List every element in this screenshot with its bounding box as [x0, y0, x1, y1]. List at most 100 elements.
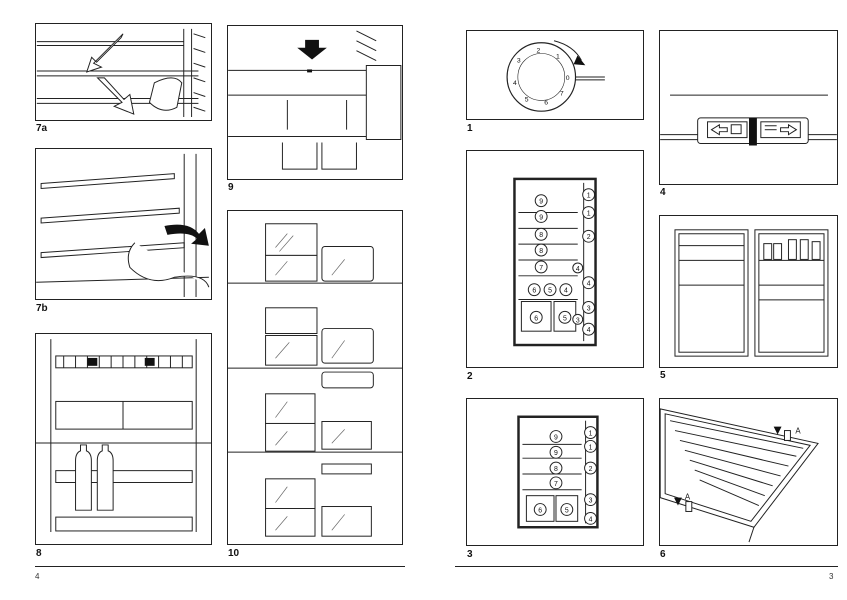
right-page-footer-rule	[455, 566, 838, 567]
svg-text:4: 4	[587, 327, 591, 334]
dial-mark-1: 1	[556, 53, 560, 60]
callout-4d: 4	[572, 262, 584, 274]
svg-text:1: 1	[587, 193, 591, 200]
svg-text:1: 1	[587, 210, 591, 217]
callout-6: 6	[533, 503, 547, 516]
svg-text:7: 7	[539, 265, 543, 272]
shelf-lift-illustration	[36, 28, 206, 118]
callout-4c: 4	[582, 322, 596, 336]
svg-text:6: 6	[534, 315, 538, 322]
figure-3: 9 9 8 7 6 5 1 1 2 3 4	[466, 398, 644, 546]
figure-1: 0 1 2 3 4 5 6 7	[466, 30, 644, 120]
svg-text:5: 5	[563, 315, 567, 322]
callout-9b: 9	[534, 210, 548, 223]
label-a-1: A	[795, 427, 801, 436]
right-page-number: 3	[829, 572, 834, 581]
figure-6-caption: 6	[660, 549, 666, 560]
label-a-2: A	[685, 493, 691, 502]
dial-mark-6: 6	[544, 99, 548, 106]
dial-mark-7: 7	[560, 91, 564, 98]
callout-6a: 6	[527, 283, 541, 297]
svg-text:2: 2	[589, 466, 593, 473]
callout-8b: 8	[534, 243, 548, 257]
dial-mark-3: 3	[517, 57, 521, 64]
svg-text:4: 4	[587, 281, 591, 288]
svg-text:6: 6	[538, 507, 542, 514]
figure-7b-caption: 7b	[36, 303, 48, 314]
shelf-remove-illustration	[36, 153, 210, 298]
fridge-layout-compact-diagram: 9 9 8 7 6 5 1 1 2 3 4	[517, 415, 599, 529]
callout-5b: 5	[558, 310, 572, 324]
figure-9	[227, 25, 403, 180]
figure-1-caption: 1	[467, 123, 473, 134]
figure-4	[659, 30, 838, 185]
fridge-interior-illustration	[36, 339, 211, 532]
figure-2: 9 9 8 8 7 6 5 4 6 5 1 1 2 3 4 4 3 4	[466, 150, 644, 368]
shelf-tilt-illustration: A A	[660, 408, 819, 543]
callout-7: 7	[534, 260, 548, 274]
dial-mark-0: 0	[566, 75, 570, 82]
callout-5: 5	[560, 503, 574, 516]
figure-6: A A	[659, 398, 838, 546]
svg-text:8: 8	[539, 248, 543, 255]
svg-text:7: 7	[554, 481, 558, 488]
svg-text:9: 9	[554, 450, 558, 457]
svg-text:2: 2	[587, 234, 591, 241]
svg-text:1: 1	[589, 431, 593, 438]
callout-7: 7	[549, 476, 563, 490]
callout-4: 4	[584, 511, 597, 525]
callout-6b: 6	[529, 310, 543, 324]
callout-2: 2	[584, 461, 597, 475]
svg-text:5: 5	[548, 288, 552, 295]
dial-mark-2: 2	[536, 48, 540, 55]
figure-4-caption: 4	[660, 187, 666, 198]
figure-3-caption: 3	[467, 549, 473, 560]
callout-9b: 9	[549, 445, 563, 459]
callout-1b: 1	[584, 439, 597, 453]
left-page-footer-rule	[35, 566, 405, 567]
svg-text:9: 9	[539, 214, 543, 221]
figure-5	[659, 215, 838, 368]
callout-1a: 1	[582, 188, 596, 202]
temperature-dial-illustration: 0 1 2 3 4 5 6 7	[506, 40, 605, 112]
callout-1b: 1	[582, 206, 596, 219]
figure-8-caption: 8	[36, 548, 42, 559]
svg-text:9: 9	[539, 199, 543, 206]
svg-text:5: 5	[565, 507, 569, 514]
svg-text:4: 4	[589, 516, 593, 523]
fridge-layout-diagram: 9 9 8 8 7 6 5 4 6 5 1 1 2 3 4 4 3 4	[513, 177, 597, 347]
callout-2: 2	[582, 229, 596, 243]
dial-mark-4: 4	[513, 80, 517, 87]
svg-text:1: 1	[589, 444, 593, 451]
figure-7a	[35, 23, 212, 121]
callout-8: 8	[549, 461, 563, 475]
callout-9a: 9	[534, 194, 548, 208]
left-page-number: 4	[35, 572, 40, 581]
svg-text:8: 8	[539, 232, 543, 239]
svg-text:9: 9	[554, 434, 558, 441]
svg-text:4: 4	[564, 288, 568, 295]
figure-7a-caption: 7a	[36, 123, 48, 134]
svg-text:4: 4	[576, 266, 580, 273]
callout-4b: 4	[582, 276, 596, 290]
storage-containers-illustration	[228, 223, 402, 537]
callout-3b: 3	[572, 313, 584, 325]
figure-7b	[35, 148, 212, 300]
callout-1a: 1	[584, 426, 597, 439]
figure-10	[227, 210, 403, 545]
svg-text:6: 6	[532, 288, 536, 295]
svg-text:3: 3	[576, 317, 580, 324]
callout-3: 3	[584, 493, 597, 507]
callout-4a: 4	[559, 283, 573, 297]
figure-9-caption: 9	[228, 182, 234, 193]
figure-10-caption: 10	[228, 548, 240, 559]
callout-5a: 5	[543, 283, 557, 297]
door-reversal-illustration	[660, 94, 837, 146]
callout-9a: 9	[549, 430, 563, 443]
callout-3a: 3	[582, 301, 596, 314]
figure-2-caption: 2	[467, 371, 473, 382]
drawer-illustration	[228, 30, 402, 170]
figure-8	[35, 333, 212, 545]
callout-8a: 8	[534, 227, 548, 241]
svg-text:3: 3	[587, 305, 591, 312]
